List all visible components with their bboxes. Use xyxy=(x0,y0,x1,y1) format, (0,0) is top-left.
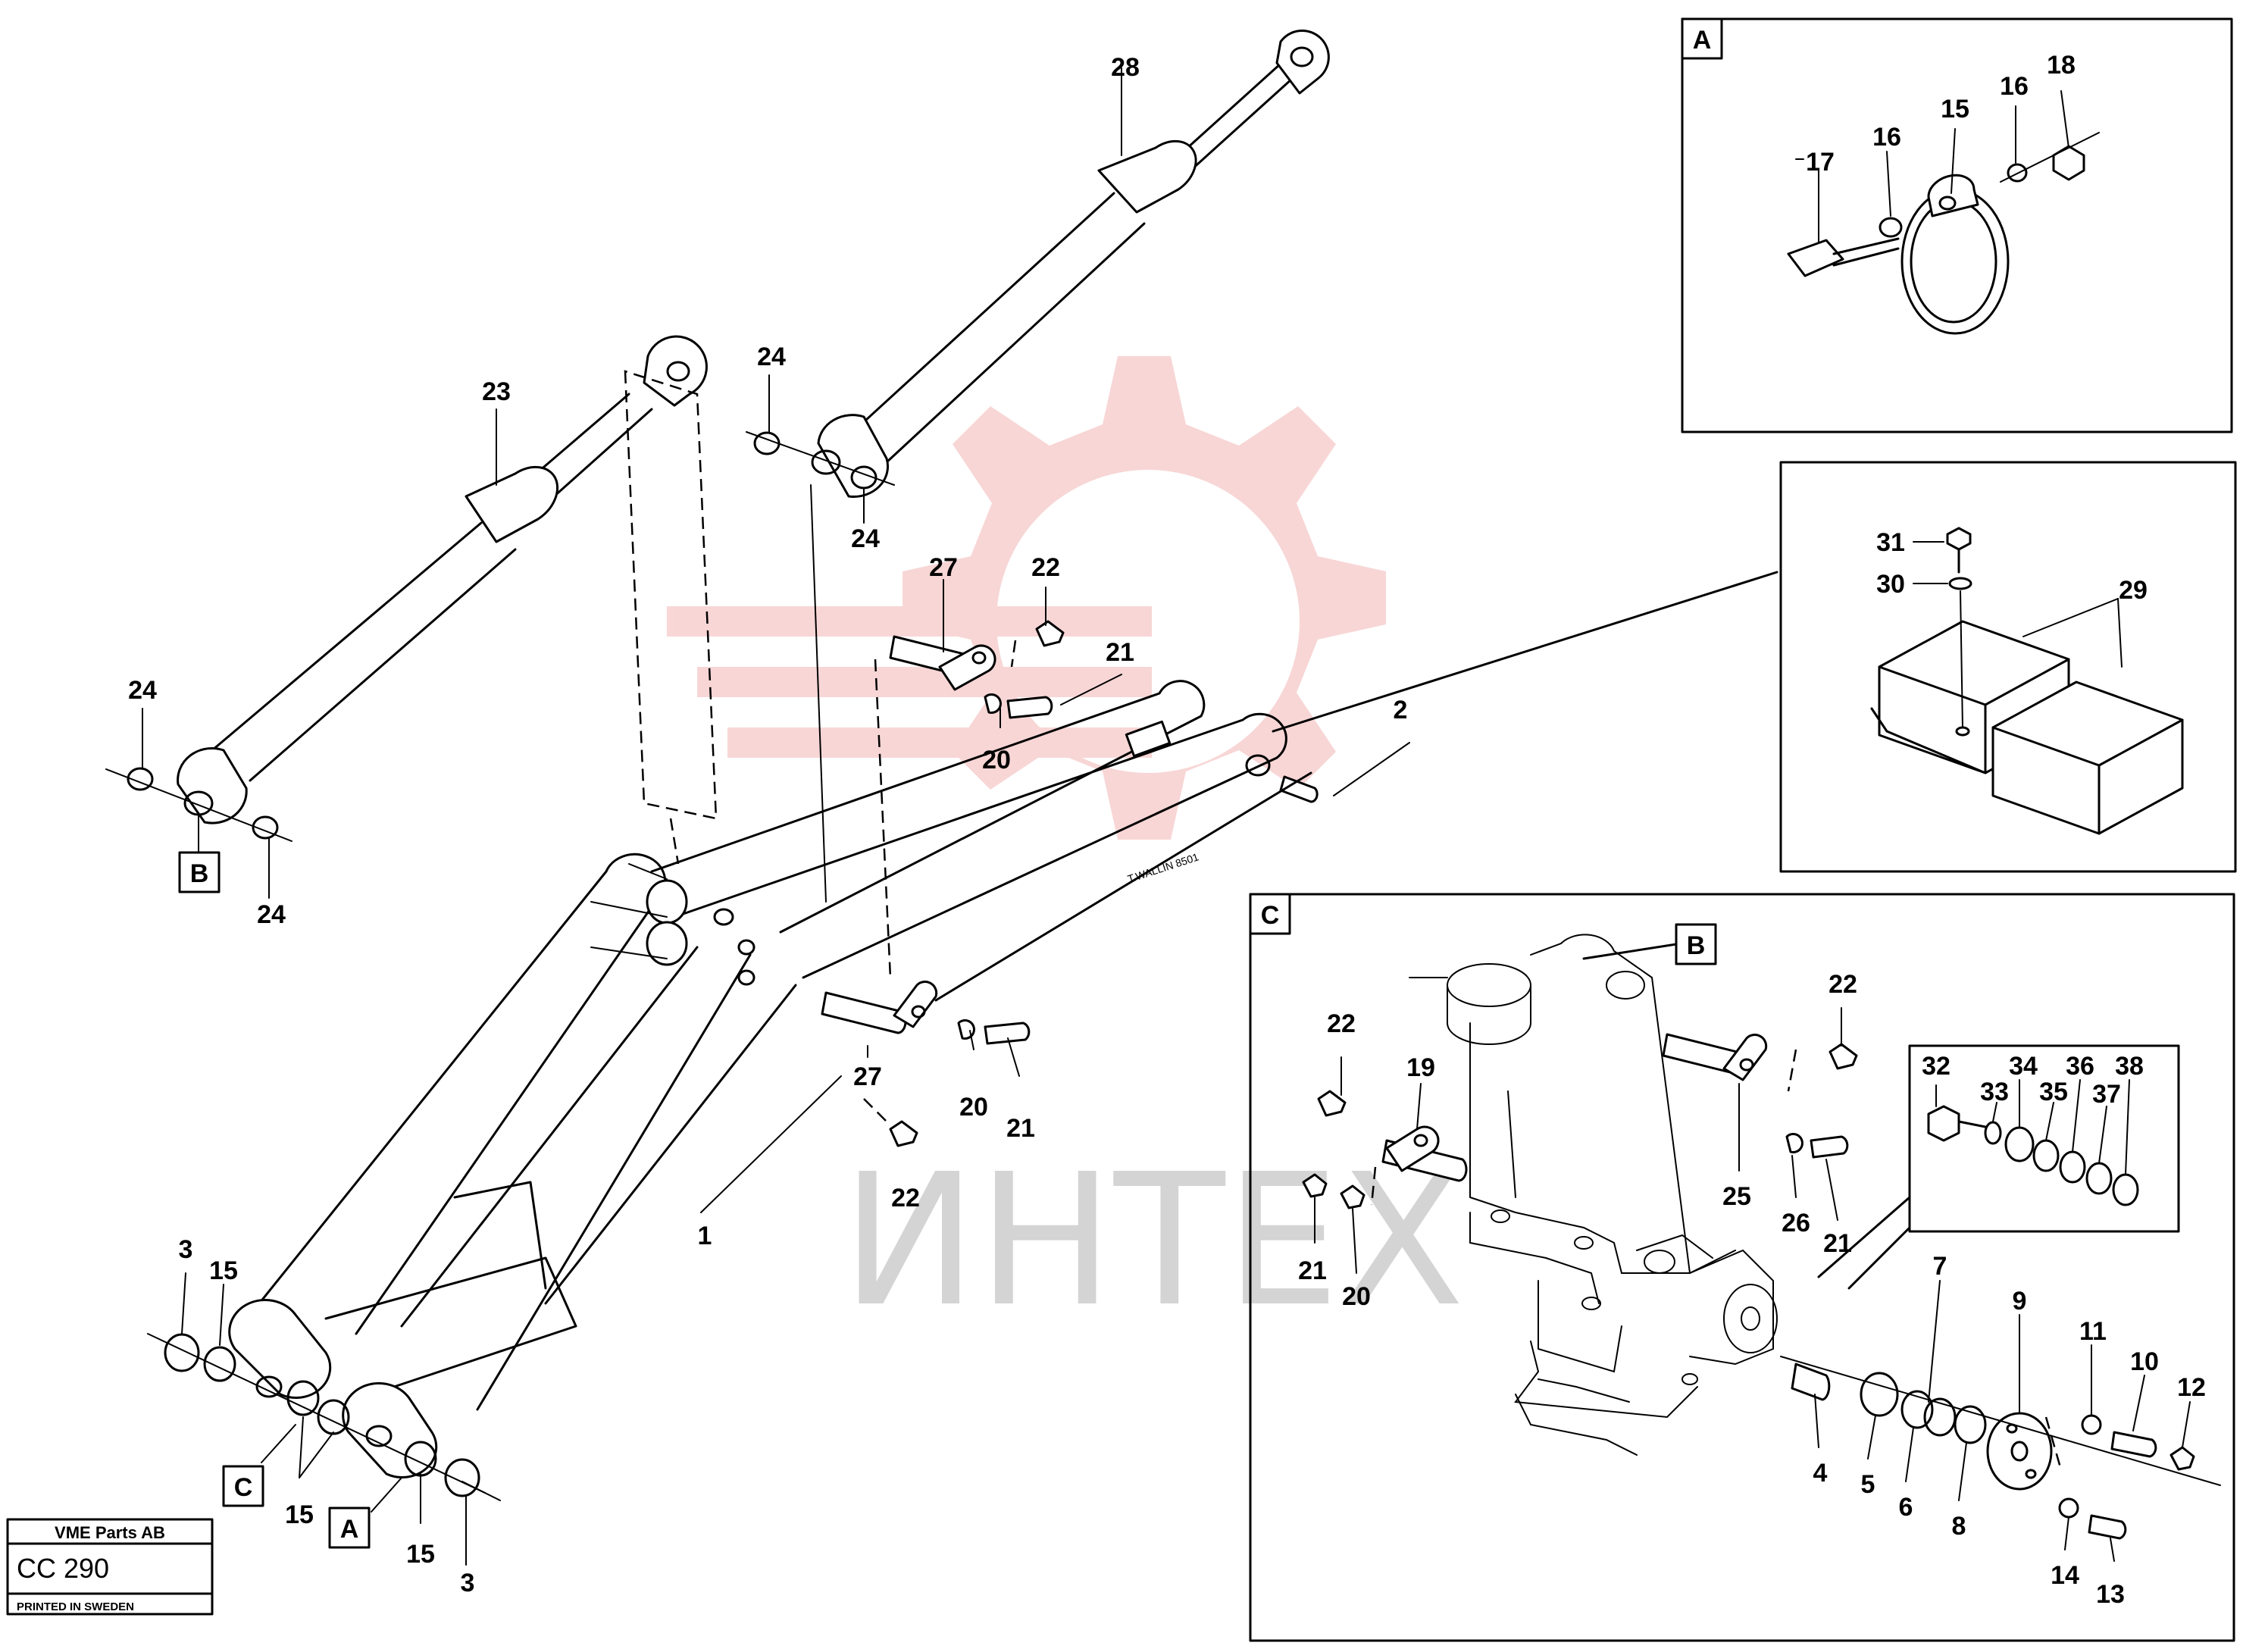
callout-36: 36 xyxy=(2066,1052,2094,1081)
callout-21: 21 xyxy=(1823,1229,1852,1258)
callouts-detail-29: 31 30 29 xyxy=(1876,528,2148,605)
callout-23: 23 xyxy=(482,377,511,406)
callout-33: 33 xyxy=(1980,1078,2009,1106)
callout-21: 21 xyxy=(1106,638,1134,667)
svg-text:B: B xyxy=(190,859,209,888)
callout-35: 35 xyxy=(2039,1078,2068,1106)
callout-3: 3 xyxy=(461,1569,475,1597)
callout-8: 8 xyxy=(1952,1512,1966,1541)
callout-24: 24 xyxy=(128,676,157,705)
callout-20: 20 xyxy=(982,746,1011,774)
callout-17: 17 xyxy=(1806,148,1835,177)
callout-31: 31 xyxy=(1876,528,1905,557)
axle-housing xyxy=(1409,934,1778,1456)
callout-6: 6 xyxy=(1899,1493,1913,1522)
callout-1: 1 xyxy=(698,1222,712,1250)
marker-b-cylinder: B xyxy=(178,851,221,893)
callout-28: 28 xyxy=(1111,53,1140,82)
callout-20: 20 xyxy=(1342,1282,1371,1311)
pin-27-upper xyxy=(889,620,1065,719)
svg-text:A: A xyxy=(340,1515,359,1544)
svg-text:B: B xyxy=(1687,931,1706,960)
callout-7: 7 xyxy=(1933,1252,1947,1281)
callout-20: 20 xyxy=(959,1093,988,1122)
callout-22: 22 xyxy=(1327,1009,1356,1038)
callout-14: 14 xyxy=(2051,1561,2079,1590)
callout-24: 24 xyxy=(851,524,880,553)
callout-16: 16 xyxy=(2000,72,2029,101)
title-block-company: VME Parts AB xyxy=(55,1523,165,1542)
callout-15: 15 xyxy=(1941,95,1969,124)
callout-22: 22 xyxy=(891,1184,920,1212)
projection-lines xyxy=(624,370,892,978)
callouts-detail-c: 22 19 21 20 22 25 26 21 32 33 34 35 36 3… xyxy=(1298,970,2206,1609)
callout-2: 2 xyxy=(1394,696,1408,724)
pin-27-lower xyxy=(821,981,1031,1147)
callout-9: 9 xyxy=(2013,1287,2027,1316)
callout-12: 12 xyxy=(2177,1373,2206,1402)
marker-a-arm: A xyxy=(328,1507,371,1549)
callout-21: 21 xyxy=(1006,1114,1035,1143)
callout-15: 15 xyxy=(406,1540,435,1569)
title-block: VME Parts AB CC 290 PRINTED IN SWEDEN xyxy=(6,1518,214,1616)
main-leader-lines xyxy=(142,67,1778,1566)
callout-10: 10 xyxy=(2130,1347,2159,1376)
cylinder-28 xyxy=(746,29,1330,498)
watermark-text: ИНТЕХ xyxy=(841,1134,1465,1347)
detail-box-29 xyxy=(1779,461,2237,873)
detail-box-a: A xyxy=(1681,17,2233,433)
callouts-main: 28 23 24 24 24 24 27 22 21 20 2 27 20 21… xyxy=(128,53,1407,1597)
callout-22: 22 xyxy=(1031,553,1060,582)
cylinder-23 xyxy=(105,335,708,842)
title-block-printed: PRINTED IN SWEDEN xyxy=(17,1600,134,1613)
detail-box-c-letter: C xyxy=(1261,901,1280,930)
watermark: ИНТЕХ xyxy=(667,356,1465,1347)
watermark-gear-icon xyxy=(667,356,1386,840)
callout-21: 21 xyxy=(1298,1256,1327,1285)
callout-34: 34 xyxy=(2009,1052,2038,1081)
callout-25: 25 xyxy=(1722,1182,1751,1211)
callout-11: 11 xyxy=(2079,1317,2107,1346)
callout-15: 15 xyxy=(209,1256,238,1285)
callout-24: 24 xyxy=(757,343,786,371)
callout-16: 16 xyxy=(1872,123,1901,152)
callout-38: 38 xyxy=(2115,1052,2144,1081)
callout-15: 15 xyxy=(285,1500,314,1529)
marker-b-detail: B xyxy=(1675,923,1717,965)
callout-32: 32 xyxy=(1922,1052,1951,1081)
detail-box-a-letter: A xyxy=(1693,26,1712,55)
svg-text:C: C xyxy=(234,1473,253,1502)
callout-29: 29 xyxy=(2119,576,2148,605)
callout-27: 27 xyxy=(929,553,958,582)
callout-18: 18 xyxy=(2047,51,2076,80)
marker-c-arm: C xyxy=(222,1465,264,1507)
callout-19: 19 xyxy=(1406,1053,1435,1082)
detail-box-c: C xyxy=(1249,893,2235,1642)
callout-3: 3 xyxy=(179,1235,193,1264)
callout-22: 22 xyxy=(1828,970,1857,999)
callout-26: 26 xyxy=(1782,1209,1810,1237)
callouts-detail-a: 17 16 15 16 18 xyxy=(1806,51,2076,177)
pin-2 xyxy=(1279,742,1410,803)
title-block-code: CC 290 xyxy=(17,1553,109,1584)
callout-37: 37 xyxy=(2092,1080,2121,1109)
callout-13: 13 xyxy=(2096,1580,2125,1609)
callout-5: 5 xyxy=(1861,1470,1875,1499)
callout-27: 27 xyxy=(853,1062,882,1091)
callout-24: 24 xyxy=(257,900,286,929)
callout-4: 4 xyxy=(1813,1459,1828,1488)
callout-30: 30 xyxy=(1876,570,1905,599)
arm-end-parts xyxy=(147,1333,501,1501)
svg-text:T.WALLIN 8501: T.WALLIN 8501 xyxy=(1126,850,1200,884)
